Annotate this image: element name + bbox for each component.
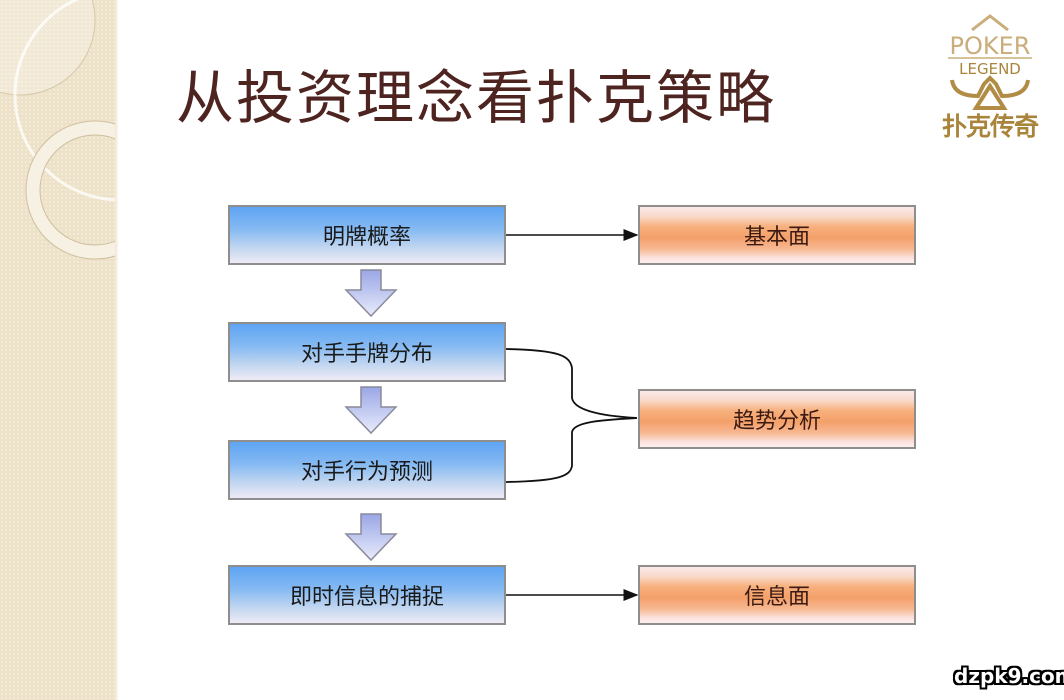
step-label: 明牌概率 <box>322 225 411 250</box>
down-arrow-icon <box>344 269 398 318</box>
decorative-sidebar <box>0 0 115 700</box>
logo-text-poker: POKER <box>950 32 1031 60</box>
step-label: 对手手牌分布 <box>300 342 433 367</box>
link-hand-distribution-to-trend <box>505 348 638 419</box>
down-arrow-icon <box>344 513 398 562</box>
step-box-behavior-prediction: 对手行为预测 <box>228 440 506 500</box>
decorative-circles <box>0 0 115 260</box>
category-label: 基本面 <box>743 225 810 250</box>
category-box-trend-analysis: 趋势分析 <box>638 389 916 449</box>
category-box-information: 信息面 <box>638 565 916 625</box>
step-box-hand-distribution: 对手手牌分布 <box>228 322 506 382</box>
step-label: 对手行为预测 <box>300 460 433 485</box>
step-box-realtime-info: 即时信息的捕捉 <box>228 565 506 625</box>
link-behavior-prediction-to-trend <box>505 417 638 483</box>
step-box-probability: 明牌概率 <box>228 205 506 265</box>
logo-text-legend: LEGEND <box>959 60 1021 78</box>
step-label: 即时信息的捕捉 <box>289 585 444 610</box>
sidebar-edge <box>115 0 119 700</box>
poker-legend-logo: POKER LEGEND 扑克传奇 <box>934 12 1046 141</box>
category-box-fundamentals: 基本面 <box>638 205 916 265</box>
watermark-text: dzpk9.com <box>954 664 1064 688</box>
category-label: 信息面 <box>743 585 810 610</box>
category-label: 趋势分析 <box>732 409 821 434</box>
slide-title: 从投资理念看扑克策略 <box>176 64 777 132</box>
spade-logo-icon: POKER LEGEND <box>948 14 1032 110</box>
logo-chinese-text: 扑克传奇 <box>941 112 1039 141</box>
down-arrow-icon <box>344 386 398 435</box>
